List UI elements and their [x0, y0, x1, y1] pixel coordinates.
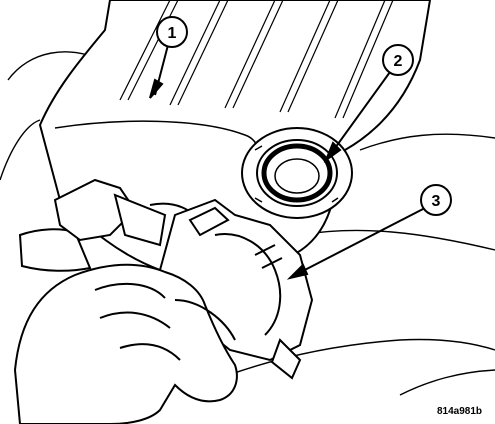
housing-ribs	[119, 0, 394, 119]
hose-connector	[18, 178, 201, 272]
port-seal	[241, 127, 353, 219]
background-contours	[0, 51, 495, 396]
callout-3: 3	[420, 184, 452, 216]
callout-2: 2	[382, 44, 414, 76]
leader-lines	[149, 44, 426, 280]
callout-1: 1	[156, 16, 188, 48]
callout-3-label: 3	[432, 193, 441, 210]
callout-1-label: 1	[168, 25, 177, 42]
hand	[13, 263, 238, 424]
figure-code: 814a981b	[437, 406, 482, 417]
callout-2-label: 2	[394, 53, 403, 70]
